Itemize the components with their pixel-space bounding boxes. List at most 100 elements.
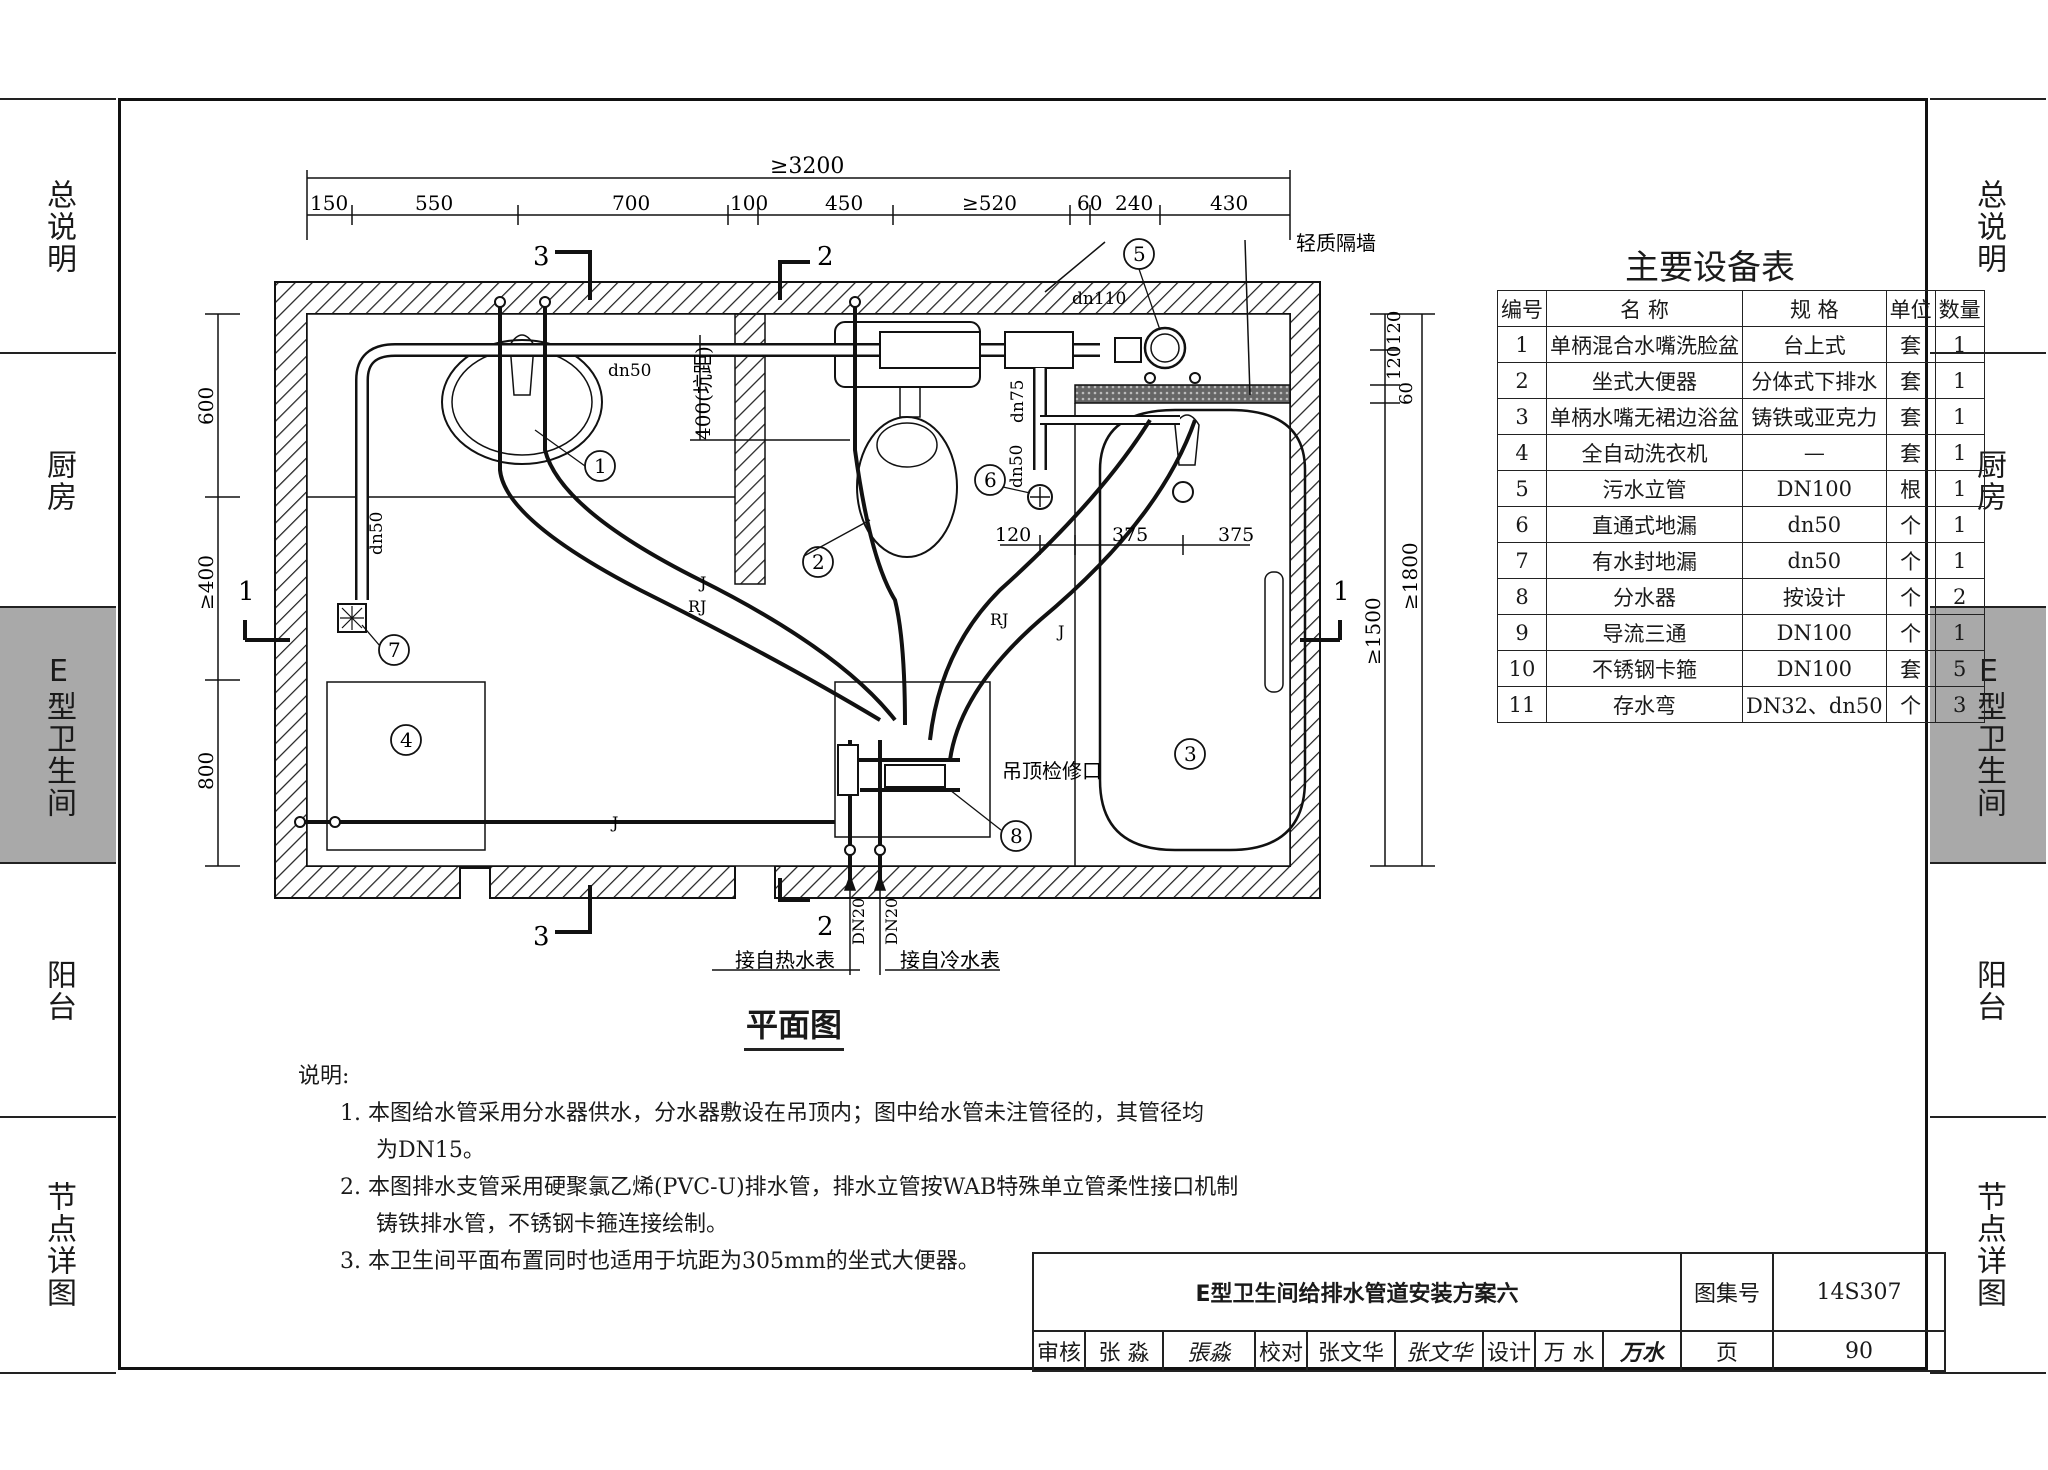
left-tab-kitchen[interactable]: 厨房: [0, 352, 116, 608]
row-unit: 个: [1885, 614, 1936, 651]
row-name: 全自动洗衣机: [1546, 434, 1743, 471]
drawing-title: E型卫生间给排水管道安装方案六: [1032, 1252, 1682, 1332]
row-no: 10: [1497, 650, 1547, 687]
row-name: 有水封地漏: [1546, 542, 1743, 579]
dim-left-3: 800: [194, 752, 218, 790]
callout-6: 6: [984, 468, 997, 492]
dim-seg-5: 450: [825, 191, 863, 215]
section-2-top: 2: [817, 242, 834, 272]
section-1-right: 1: [1333, 577, 1350, 607]
dim-right-5: ≥1800: [1398, 542, 1422, 610]
section-3-bottom: 3: [533, 922, 550, 952]
row-qty: 5: [1934, 650, 1985, 687]
header-unit: 单位: [1885, 290, 1936, 327]
left-tab-bathroom-e[interactable]: E型卫生间: [0, 606, 116, 864]
access-panel-label: 吊顶检修口: [1002, 759, 1102, 783]
pipe-valves: [294, 296, 1201, 856]
washing-machine: [326, 681, 486, 851]
dim-right-1: 120: [1384, 311, 1405, 345]
table-header-row: 编号 名 称 规 格 单位 数量: [1497, 290, 1985, 327]
hot-water-source-label: 接自热水表: [735, 948, 835, 972]
pipe-label-j-3: J: [610, 813, 618, 832]
left-tab-details[interactable]: 节点详图: [0, 1116, 116, 1374]
row-qty: 1: [1934, 506, 1985, 543]
dim-right-2: 120: [1384, 346, 1405, 380]
row-spec: dn50: [1742, 506, 1887, 543]
header-name: 名 称: [1546, 290, 1743, 327]
row-spec: DN100: [1742, 650, 1887, 687]
row-name: 单柄水嘴无裙边浴盆: [1546, 398, 1743, 435]
atlas-no-label: 图集号: [1680, 1252, 1774, 1332]
row-qty: 1: [1934, 542, 1985, 579]
row-name: 单柄混合水嘴洗脸盆: [1546, 326, 1743, 363]
row-spec: DN100: [1742, 614, 1887, 651]
callout-5: 5: [1133, 242, 1146, 266]
right-tab-details[interactable]: 节点详图: [1930, 1116, 2046, 1374]
dim-seg-9: 430: [1210, 191, 1248, 215]
walls: [274, 281, 1321, 899]
page-label: 页: [1680, 1330, 1774, 1372]
tab-label: 节点详图: [1971, 1181, 2006, 1309]
dim-seg-8: 240: [1115, 191, 1153, 215]
callout-7: 7: [388, 638, 401, 662]
note-2-cont: 铸铁排水管，不锈钢卡箍连接绘制。: [376, 1212, 729, 1237]
callout-1: 1: [594, 454, 607, 478]
title-block: E型卫生间给排水管道安装方案六 图集号 14S307 审核 张 淼 張淼 校对 …: [1032, 1252, 1946, 1372]
row-qty: 1: [1934, 326, 1985, 363]
right-tab-balcony[interactable]: 阳台: [1930, 862, 2046, 1118]
row-qty: 1: [1934, 362, 1985, 399]
header-spec: 规 格: [1742, 290, 1887, 327]
equipment-table-title: 主要设备表: [1625, 248, 1795, 288]
dim-fixture-3: 375: [1218, 524, 1254, 546]
left-tab-balcony[interactable]: 阳台: [0, 862, 116, 1118]
page-no: 90: [1772, 1330, 1946, 1372]
dimension-lines: [205, 170, 1435, 867]
pipe-label-rj-2: RJ: [990, 610, 1008, 629]
row-unit: 套: [1885, 434, 1936, 471]
row-qty: 1: [1934, 434, 1985, 471]
row-no: 4: [1497, 434, 1547, 471]
row-no: 1: [1497, 326, 1547, 363]
dim-fixture-2: 375: [1112, 524, 1148, 546]
row-spec: DN100: [1742, 470, 1887, 507]
row-qty: 2: [1934, 578, 1985, 615]
section-3-top: 3: [533, 242, 550, 272]
tab-label: 总说明: [41, 179, 76, 275]
callout-2: 2: [812, 550, 825, 574]
tab-label: 阳台: [41, 959, 76, 1023]
floor-drain-6: [1027, 484, 1053, 510]
section-1-left: 1: [238, 577, 255, 607]
row-name: 分水器: [1546, 578, 1743, 615]
row-unit: 个: [1885, 578, 1936, 615]
tab-label: 厨房: [41, 449, 76, 513]
tab-label: E型卫生间: [41, 653, 76, 819]
row-qty: 1: [1934, 398, 1985, 435]
dim-seg-6: ≥520: [962, 191, 1017, 215]
note-2: 2. 本图排水支管采用硬聚氯乙烯(PVC-U)排水管，排水立管按WAB特殊单立管…: [340, 1175, 1239, 1200]
pipe-label-dn20-hot: DN20: [849, 898, 868, 945]
light-partition: [1074, 384, 1291, 404]
design-signature: 万水: [1602, 1330, 1682, 1372]
left-tab-general[interactable]: 总说明: [0, 98, 116, 354]
atlas-no: 14S307: [1772, 1252, 1946, 1332]
notes-heading: 说明:: [298, 1064, 350, 1089]
leader-lines: [361, 268, 1161, 831]
right-tab-general[interactable]: 总说明: [1930, 98, 2046, 354]
dim-fixture-1: 120: [995, 524, 1031, 546]
header-qty: 数量: [1934, 290, 1985, 327]
callout-3: 3: [1184, 742, 1197, 766]
review-signature: 張淼: [1162, 1330, 1256, 1372]
row-unit: 套: [1885, 398, 1936, 435]
drawing-frame: [118, 98, 1928, 1370]
dim-seg-3: 700: [612, 191, 650, 215]
review-name: 张 淼: [1084, 1330, 1164, 1372]
pipe-label-dn110: dn110: [1072, 289, 1126, 309]
plan-caption: 平面图: [744, 1000, 845, 1051]
callout-8: 8: [1010, 824, 1023, 848]
tab-label: 阳台: [1971, 959, 2006, 1023]
